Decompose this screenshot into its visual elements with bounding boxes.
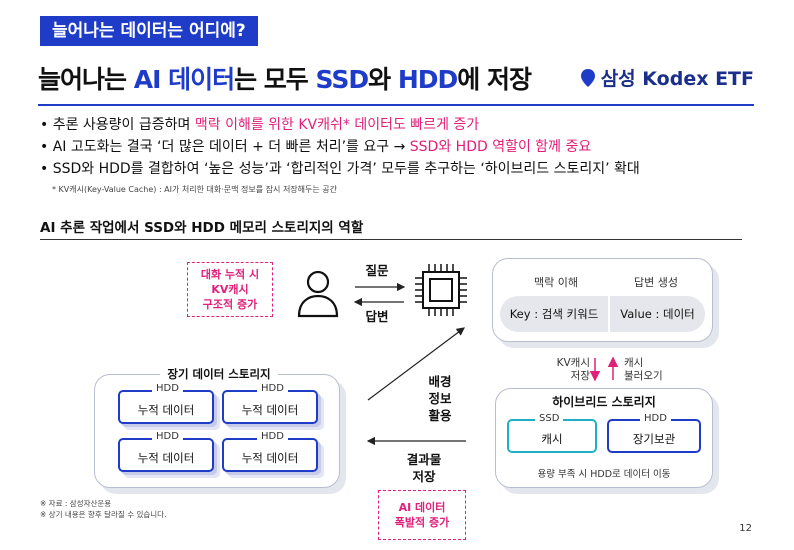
- ssd-cache-card: 캐시: [507, 419, 597, 453]
- hybrid-storage-title: 하이브리드 스토리지: [552, 395, 656, 409]
- ssd-tag: SSD: [535, 413, 564, 424]
- hdd-card-tag: HDD: [152, 431, 183, 442]
- section-tag: 늘어나는 데이터는 어디에?: [40, 16, 258, 46]
- brand-logo: 삼성 Kodex ETF: [580, 64, 754, 91]
- bullet-list: • 추론 사용량이 급증하며 맥락 이해를 위한 KV캐쉬* 데이터도 빠르게 …: [40, 114, 640, 180]
- hdd-card: 누적 데이터: [222, 438, 318, 472]
- kv-cache-footnote: * KV캐시(Key-Value Cache) : AI가 처리한 대화·문맥 …: [52, 185, 338, 194]
- hdd-longterm-card: 장기보관: [607, 419, 701, 453]
- location-pin-icon: [580, 68, 595, 87]
- page-number: 12: [739, 523, 752, 534]
- migrate-note: 용량 부족 시 HDD로 데이터 이동: [537, 469, 671, 480]
- question-label: 질문: [365, 263, 389, 278]
- hdd-tag: HDD: [640, 413, 671, 424]
- context-label: 맥락 이해: [534, 276, 578, 289]
- hdd-card-tag: HDD: [257, 431, 288, 442]
- diagram-heading: AI 추론 작업에서 SSD와 HDD 메모리 스토리지의 역할: [40, 220, 364, 236]
- key-pill: Key : 검색 키워드: [500, 296, 608, 332]
- source-footnotes: ※ 자료 : 삼성자산운용 ※ 상기 내용은 향후 달라질 수 있습니다.: [40, 499, 167, 519]
- value-pill: Value : 데이터: [610, 296, 705, 332]
- background-arrow: [367, 327, 465, 401]
- user-icon: [297, 270, 339, 318]
- ai-growth-box: AI 데이터 폭발적 증가: [378, 490, 466, 540]
- hdd-card: 누적 데이터: [118, 438, 214, 472]
- hdd-card-tag: HDD: [152, 383, 183, 394]
- brand-name: 삼성 Kodex ETF: [600, 68, 754, 90]
- answer-gen-label: 답변 생성: [634, 276, 678, 289]
- bullet-2: • AI 고도화는 결국 ‘더 많은 데이터 + 더 빠른 처리’를 요구 → …: [40, 139, 592, 155]
- page-title: 늘어나는 AI 데이터는 모두 SSD와 HDD에 저장: [38, 65, 532, 94]
- hdd-card: 누적 데이터: [222, 390, 318, 424]
- longterm-storage-title: 장기 데이터 스토리지: [160, 366, 278, 383]
- bullet-1: • 추론 사용량이 급증하며 맥락 이해를 위한 KV캐쉬* 데이터도 빠르게 …: [40, 117, 480, 133]
- kv-growth-box: 대화 누적 시 KV캐시 구조적 증가: [187, 262, 273, 317]
- processor-chip-icon: [415, 264, 467, 316]
- title-divider: [38, 104, 754, 106]
- bullet-3: • SSD와 HDD를 결합하여 ‘높은 성능’과 ‘합리적인 가격’ 모두를 …: [40, 161, 640, 177]
- hdd-card: 누적 데이터: [118, 390, 214, 424]
- diagram-heading-rule: [40, 239, 742, 240]
- answer-label: 답변: [365, 309, 389, 324]
- hdd-card-tag: HDD: [257, 383, 288, 394]
